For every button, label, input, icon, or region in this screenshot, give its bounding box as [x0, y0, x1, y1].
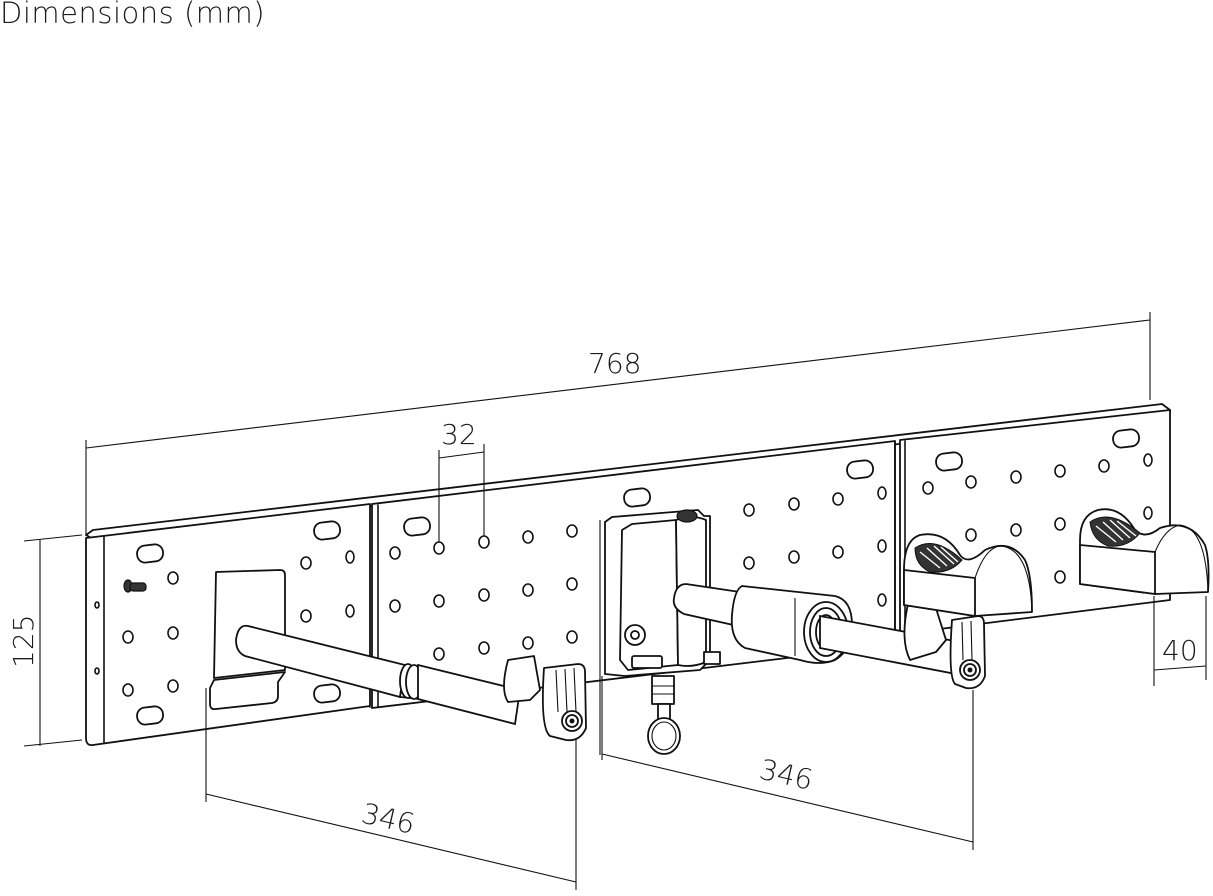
diagram-title: Dimensions (mm): [0, 0, 266, 30]
right-extension-arm: [672, 583, 961, 676]
dim-label-346-left: 346: [358, 797, 418, 841]
tightening-knob-left: [503, 655, 587, 742]
dim-label-125: 125: [7, 615, 40, 668]
left-extension-arm: [235, 624, 522, 726]
dim-label-768: 768: [588, 347, 641, 380]
dimension-hole-pitch: 32: [438, 418, 485, 542]
dim-label-346-right: 346: [756, 753, 816, 797]
dimension-plate-height: 125: [7, 534, 83, 747]
swivel-hinge-block: [599, 509, 721, 755]
dim-label-32: 32: [441, 418, 477, 451]
cradle-hook-right: [1079, 508, 1210, 595]
dimension-overall-width: 768: [85, 312, 1151, 535]
threaded-stud: [123, 579, 147, 593]
dimension-cradle-depth: 40: [1153, 596, 1207, 686]
dim-label-40: 40: [1162, 634, 1198, 667]
locking-pin-with-ring: [647, 675, 681, 755]
tightening-knob-right: [903, 601, 986, 690]
left-mounting-plate: [85, 503, 371, 747]
cradle-hook-left: [903, 533, 1033, 617]
